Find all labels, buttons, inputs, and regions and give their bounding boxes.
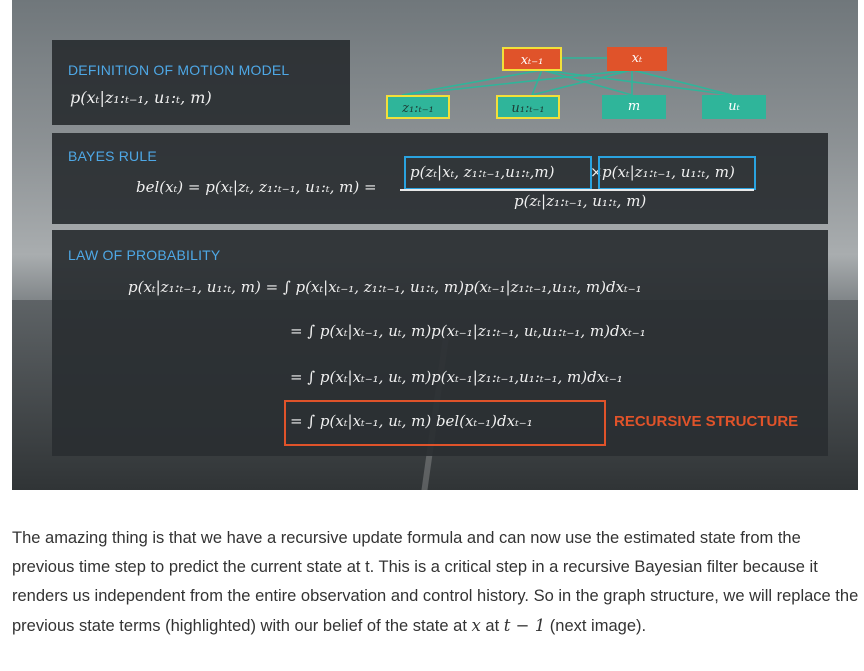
state-node-prev: xₜ₋₁	[502, 47, 562, 71]
lecture-slide: xₜ₋₁ xₜ z₁:ₜ₋₁ u₁:ₜ₋₁ m uₜ DEFINITION OF…	[12, 0, 858, 490]
law-of-probability-panel	[52, 230, 828, 456]
bayes-denominator: p(zₜ|z₁:ₜ₋₁, u₁:ₜ, m)	[514, 192, 647, 210]
fraction-line	[400, 189, 754, 191]
bayes-numerator-left: p(zₜ|xₜ, z₁:ₜ₋₁,u₁:ₜ,m)	[410, 163, 555, 181]
caption-text: The amazing thing is that we have a recu…	[12, 529, 859, 635]
caption-t-minus-1: t − 1	[503, 616, 546, 635]
law-line-3: = ∫ p(xₜ|xₜ₋₁, uₜ, m)p(xₜ₋₁|z₁:ₜ₋₁,u₁:ₜ₋…	[290, 368, 623, 386]
bayes-rule-panel	[52, 133, 828, 224]
control-history-node: u₁:ₜ₋₁	[496, 95, 560, 119]
motion-model-formula: p(xₜ|z₁:ₜ₋₁, u₁:ₜ, m)	[70, 88, 212, 107]
law-line-2: = ∫ p(xₜ|xₜ₋₁, uₜ, m)p(xₜ₋₁|z₁:ₜ₋₁, uₜ,u…	[290, 322, 646, 340]
law-line-4: = ∫ p(xₜ|xₜ₋₁, uₜ, m) bel(xₜ₋₁)dxₜ₋₁	[290, 412, 533, 430]
observation-node: z₁:ₜ₋₁	[386, 95, 450, 119]
control-node-current: uₜ	[702, 95, 766, 119]
law-line-1: p(xₜ|z₁:ₜ₋₁, u₁:ₜ, m) = ∫ p(xₜ|xₜ₋₁, z₁:…	[128, 278, 642, 296]
caption-x-symbol: x	[471, 616, 481, 635]
state-node-current: xₜ	[607, 47, 667, 71]
caption-text-end: (next image).	[545, 617, 647, 635]
recursive-highlight-box	[284, 400, 606, 446]
caption-at-word: at	[480, 617, 504, 635]
recursive-structure-label: RECURSIVE STRUCTURE	[614, 413, 799, 430]
bayes-numerator-right: p(xₜ|z₁:ₜ₋₁, u₁:ₜ, m)	[602, 163, 735, 181]
caption-paragraph: The amazing thing is that we have a recu…	[12, 524, 860, 641]
bayes-rule-lhs: bel(xₜ) = p(xₜ|zₜ, z₁:ₜ₋₁, u₁:ₜ, m) =	[136, 178, 377, 196]
motion-model-title: DEFINITION OF MOTION MODEL	[68, 62, 290, 78]
graph-edges	[401, 57, 733, 96]
law-of-probability-title: LAW OF PROBABILITY	[68, 247, 221, 263]
map-node: m	[602, 95, 666, 119]
bayes-rule-title: BAYES RULE	[68, 148, 157, 164]
motion-model-panel	[52, 40, 350, 125]
